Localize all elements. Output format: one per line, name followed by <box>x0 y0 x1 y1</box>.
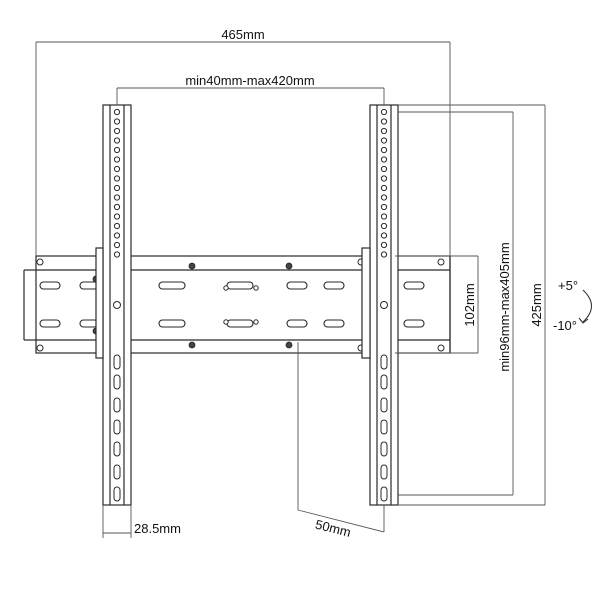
arm-slot <box>380 354 388 370</box>
arm-hole <box>380 222 388 230</box>
arm-hole <box>113 301 121 309</box>
arm-hole <box>380 194 388 201</box>
arm-slot <box>113 486 121 502</box>
arm-slot <box>380 397 388 413</box>
arm-hole <box>380 165 388 173</box>
arm-hole <box>380 108 388 116</box>
wall-slot <box>323 319 345 328</box>
arm-hole <box>113 222 121 230</box>
arm-hole <box>380 175 388 182</box>
wall-slot <box>323 281 345 290</box>
arm-slot <box>113 374 121 390</box>
arm-slot <box>380 486 388 502</box>
wall-slot <box>79 319 99 328</box>
arm-hole <box>113 194 121 201</box>
label-arm-width: 28.5mm <box>134 521 181 536</box>
label-tilt-up: +5° <box>558 278 578 293</box>
wall-slot <box>79 281 99 290</box>
arm-hole <box>113 156 121 163</box>
arm-hole <box>113 118 121 125</box>
arm-slot <box>113 464 121 480</box>
wall-slot <box>158 319 186 328</box>
arm-hole <box>380 203 388 211</box>
arm-slot <box>113 419 121 435</box>
label-arm-height: 425mm <box>529 283 544 326</box>
arm-hole <box>113 165 121 173</box>
arm-hole <box>380 118 388 125</box>
arm-hole <box>380 251 388 258</box>
left-arm-holes <box>113 108 121 502</box>
arm-slot <box>380 419 388 435</box>
arm-hole <box>113 127 121 135</box>
label-plate-height: 102mm <box>462 283 477 326</box>
arm-hole <box>113 213 121 220</box>
arm-hole <box>380 156 388 163</box>
arm-slot <box>113 354 121 370</box>
wall-slot <box>226 281 254 290</box>
label-tilt-down: -10° <box>553 318 577 333</box>
wall-slot <box>286 281 308 290</box>
arm-hole <box>380 127 388 135</box>
arm-hole <box>380 241 388 249</box>
wall-slot <box>39 319 61 328</box>
arm-hole <box>380 232 388 239</box>
arm-slot <box>113 397 121 413</box>
label-wall-distance: 50mm <box>314 517 353 540</box>
arm-hole <box>113 175 121 182</box>
wall-slot <box>226 319 254 328</box>
wall-slot <box>39 281 61 290</box>
arm-hole <box>113 241 121 249</box>
arm-hole <box>113 203 121 211</box>
arm-hole <box>113 184 121 192</box>
arm-hole <box>113 146 121 154</box>
right-arm-holes <box>380 108 388 502</box>
wall-slot <box>286 319 308 328</box>
arm-hole <box>380 184 388 192</box>
wall-slot <box>158 281 186 290</box>
arm-hole <box>113 232 121 239</box>
arm-hole <box>380 146 388 154</box>
arm-hole <box>380 301 388 309</box>
arm-slot <box>380 441 388 457</box>
dimension-lines <box>35 41 546 538</box>
arm-hole <box>380 137 388 144</box>
label-hole-spacing-horizontal: min40mm-max420mm <box>185 73 314 88</box>
arm-hole <box>113 137 121 144</box>
wall-slot <box>403 281 425 290</box>
wall-plate-slots <box>39 281 425 328</box>
wall-slot <box>403 319 425 328</box>
arm-slot <box>113 441 121 457</box>
arm-slot <box>380 374 388 390</box>
arm-hole <box>380 213 388 220</box>
arm-hole <box>113 251 121 258</box>
label-overall-width: 465mm <box>221 27 264 42</box>
arm-slot <box>380 464 388 480</box>
label-hole-spacing-vertical: min96mm-max405mm <box>497 242 512 371</box>
arm-hole <box>113 108 121 116</box>
tilt-arrow <box>578 289 593 324</box>
